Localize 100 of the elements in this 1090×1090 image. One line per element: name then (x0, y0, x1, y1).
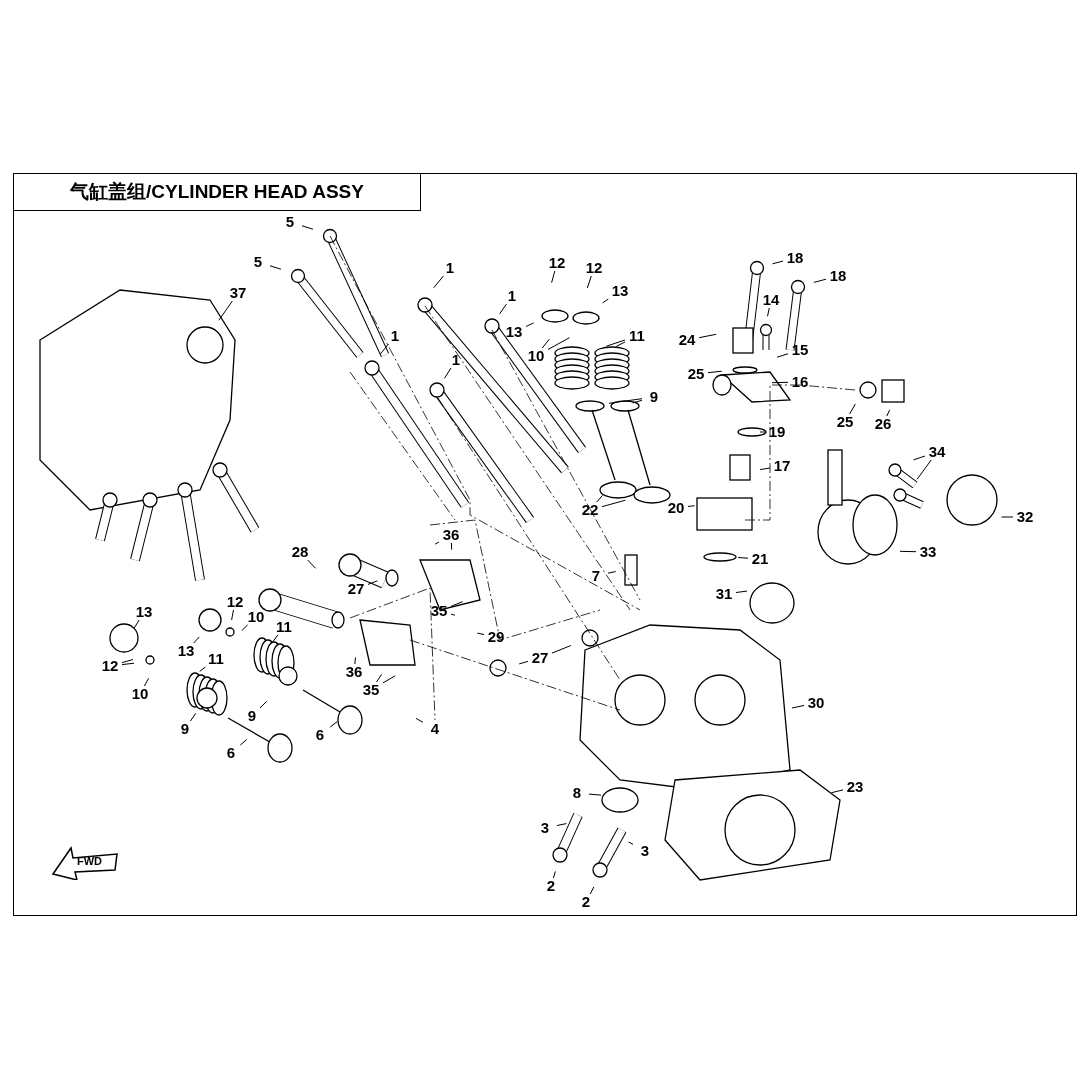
callout-number: 10 (524, 348, 548, 364)
callout-number: 4 (423, 721, 447, 737)
leader-line (632, 399, 643, 404)
leader-line (121, 662, 135, 666)
callout-number: 11 (204, 651, 228, 667)
callout-number: 31 (712, 586, 736, 602)
leader-line (190, 712, 197, 722)
callout-number: 11 (272, 619, 296, 635)
leader-line (450, 542, 453, 551)
callout-number: 13 (174, 643, 198, 659)
leader-line (218, 300, 233, 321)
callout-number: 2 (574, 894, 598, 910)
arrow-text: FWD (77, 855, 103, 867)
callout-number: 10 (244, 609, 268, 625)
leader-line (499, 303, 507, 315)
leader-line (525, 322, 535, 327)
callout-number: 10 (128, 686, 152, 702)
callout-number: 20 (664, 500, 688, 516)
callout-number: 25 (833, 414, 857, 430)
leader-line (767, 307, 770, 317)
callout-number: 8 (565, 785, 589, 801)
callout-number: 30 (804, 695, 828, 711)
diagram-title: 气缸盖组/CYLINDER HEAD ASSY (13, 173, 421, 211)
leader-line (759, 431, 766, 433)
callout-number: 14 (759, 292, 783, 308)
callout-number: 28 (288, 544, 312, 560)
leader-line (772, 260, 784, 265)
leader-line (596, 494, 603, 503)
leader-line (382, 675, 396, 684)
callout-number: 11 (625, 328, 649, 344)
callout-number: 29 (484, 629, 508, 645)
callout-number: 36 (342, 664, 366, 680)
leader-line (354, 656, 356, 665)
callout-number: 35 (427, 603, 451, 619)
callout-number: 35 (359, 682, 383, 698)
leader-line (380, 343, 389, 355)
leader-line (199, 666, 206, 672)
leader-line (556, 823, 567, 826)
leader-line (707, 370, 723, 374)
leader-line (1001, 516, 1014, 518)
callout-number: 36 (439, 527, 463, 543)
callout-number: 9 (642, 389, 666, 405)
leader-line (434, 541, 440, 545)
callout-number: 19 (765, 424, 789, 440)
leader-line (849, 403, 856, 415)
leader-line (759, 467, 771, 471)
leader-line (193, 636, 200, 644)
callout-number: 33 (916, 544, 940, 560)
leader-line (518, 660, 529, 665)
callout-number: 13 (132, 604, 156, 620)
callout-number: 13 (502, 324, 526, 340)
callout-number: 6 (219, 745, 243, 761)
leader-line (813, 278, 827, 283)
callout-number: 1 (500, 288, 524, 304)
callout-number: 12 (223, 594, 247, 610)
callout-number: 12 (98, 658, 122, 674)
leader-line (443, 367, 452, 379)
leader-line (231, 609, 234, 621)
callout-number: 32 (1013, 509, 1037, 525)
callout-number: 15 (788, 342, 812, 358)
leader-line (376, 673, 383, 683)
leader-line (608, 398, 643, 404)
leader-line (791, 705, 805, 709)
leader-line (913, 455, 926, 461)
leader-line (133, 619, 140, 629)
leader-line (269, 265, 282, 270)
callout-number: 23 (843, 779, 867, 795)
leader-line (737, 557, 749, 559)
leader-line (541, 338, 550, 349)
callout-number: 21 (748, 551, 772, 567)
callout-number: 26 (871, 416, 895, 432)
leader-line (588, 793, 602, 796)
leader-line (605, 339, 626, 347)
leader-line (687, 505, 696, 507)
leader-line (628, 841, 634, 845)
leader-line (602, 298, 609, 304)
leader-line (735, 590, 748, 593)
leader-line (241, 624, 249, 631)
leader-line (586, 275, 592, 289)
callout-number: 18 (826, 268, 850, 284)
callout-number: 9 (240, 708, 264, 724)
leader-line (547, 337, 570, 350)
callout-number: 3 (533, 820, 557, 836)
leader-line (433, 275, 444, 289)
leader-line (607, 571, 617, 574)
callout-number: 34 (925, 444, 949, 460)
leader-line (615, 341, 626, 347)
callout-number: 24 (675, 332, 699, 348)
leader-line (143, 677, 150, 687)
callout-number: 17 (770, 458, 794, 474)
leader-line (272, 634, 279, 643)
leader-line (899, 550, 917, 553)
leader-line (415, 717, 424, 723)
leader-line (367, 580, 378, 585)
callout-number: 2 (539, 878, 563, 894)
leader-line (601, 499, 626, 508)
callout-number: 5 (278, 214, 302, 230)
leader-line (476, 632, 485, 635)
callout-number: 22 (578, 502, 602, 518)
callout-number: 6 (308, 727, 332, 743)
